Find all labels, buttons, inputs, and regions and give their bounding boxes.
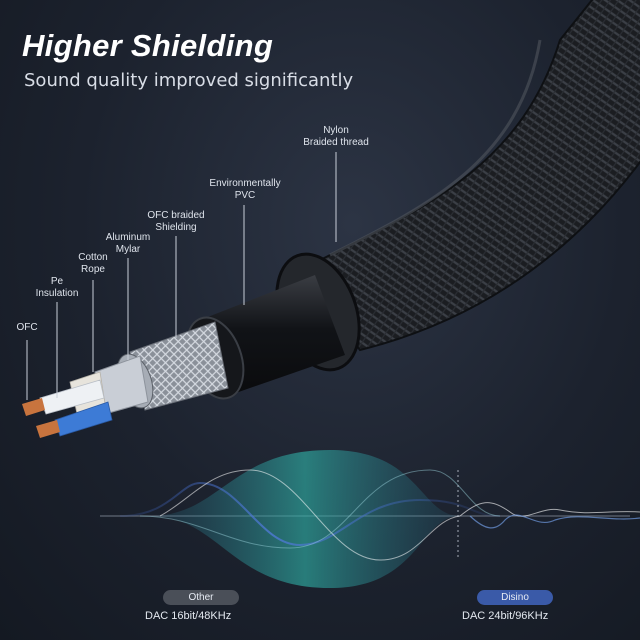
label-ofc: OFC (16, 322, 38, 333)
label-pe-insulation: Pe Insulation (35, 276, 79, 299)
wave-teal (150, 450, 460, 588)
label-cotton-rope: Cotton Rope (78, 252, 108, 275)
disino-badge: Disino (477, 590, 553, 605)
label-ofc-braided-shielding: OFC braided Shielding (147, 210, 205, 233)
ofc-conductor-top (22, 398, 45, 416)
page-title: Higher Shielding (22, 28, 274, 63)
ofc-conductor-bottom (36, 420, 60, 438)
page-subtitle: Sound quality improved significantly (24, 70, 354, 91)
other-spec: DAC 16bit/48KHz (145, 610, 232, 622)
wave-blue (119, 481, 501, 547)
label-nylon-braided-thread: Nylon Braided thread (303, 125, 369, 148)
other-badge: Other (163, 590, 239, 605)
disino-spec: DAC 24bit/96KHz (462, 610, 549, 622)
label-environmentally-pvc: Environmentally PVC (209, 178, 281, 201)
label-aluminum-mylar: Aluminum Mylar (105, 232, 151, 255)
